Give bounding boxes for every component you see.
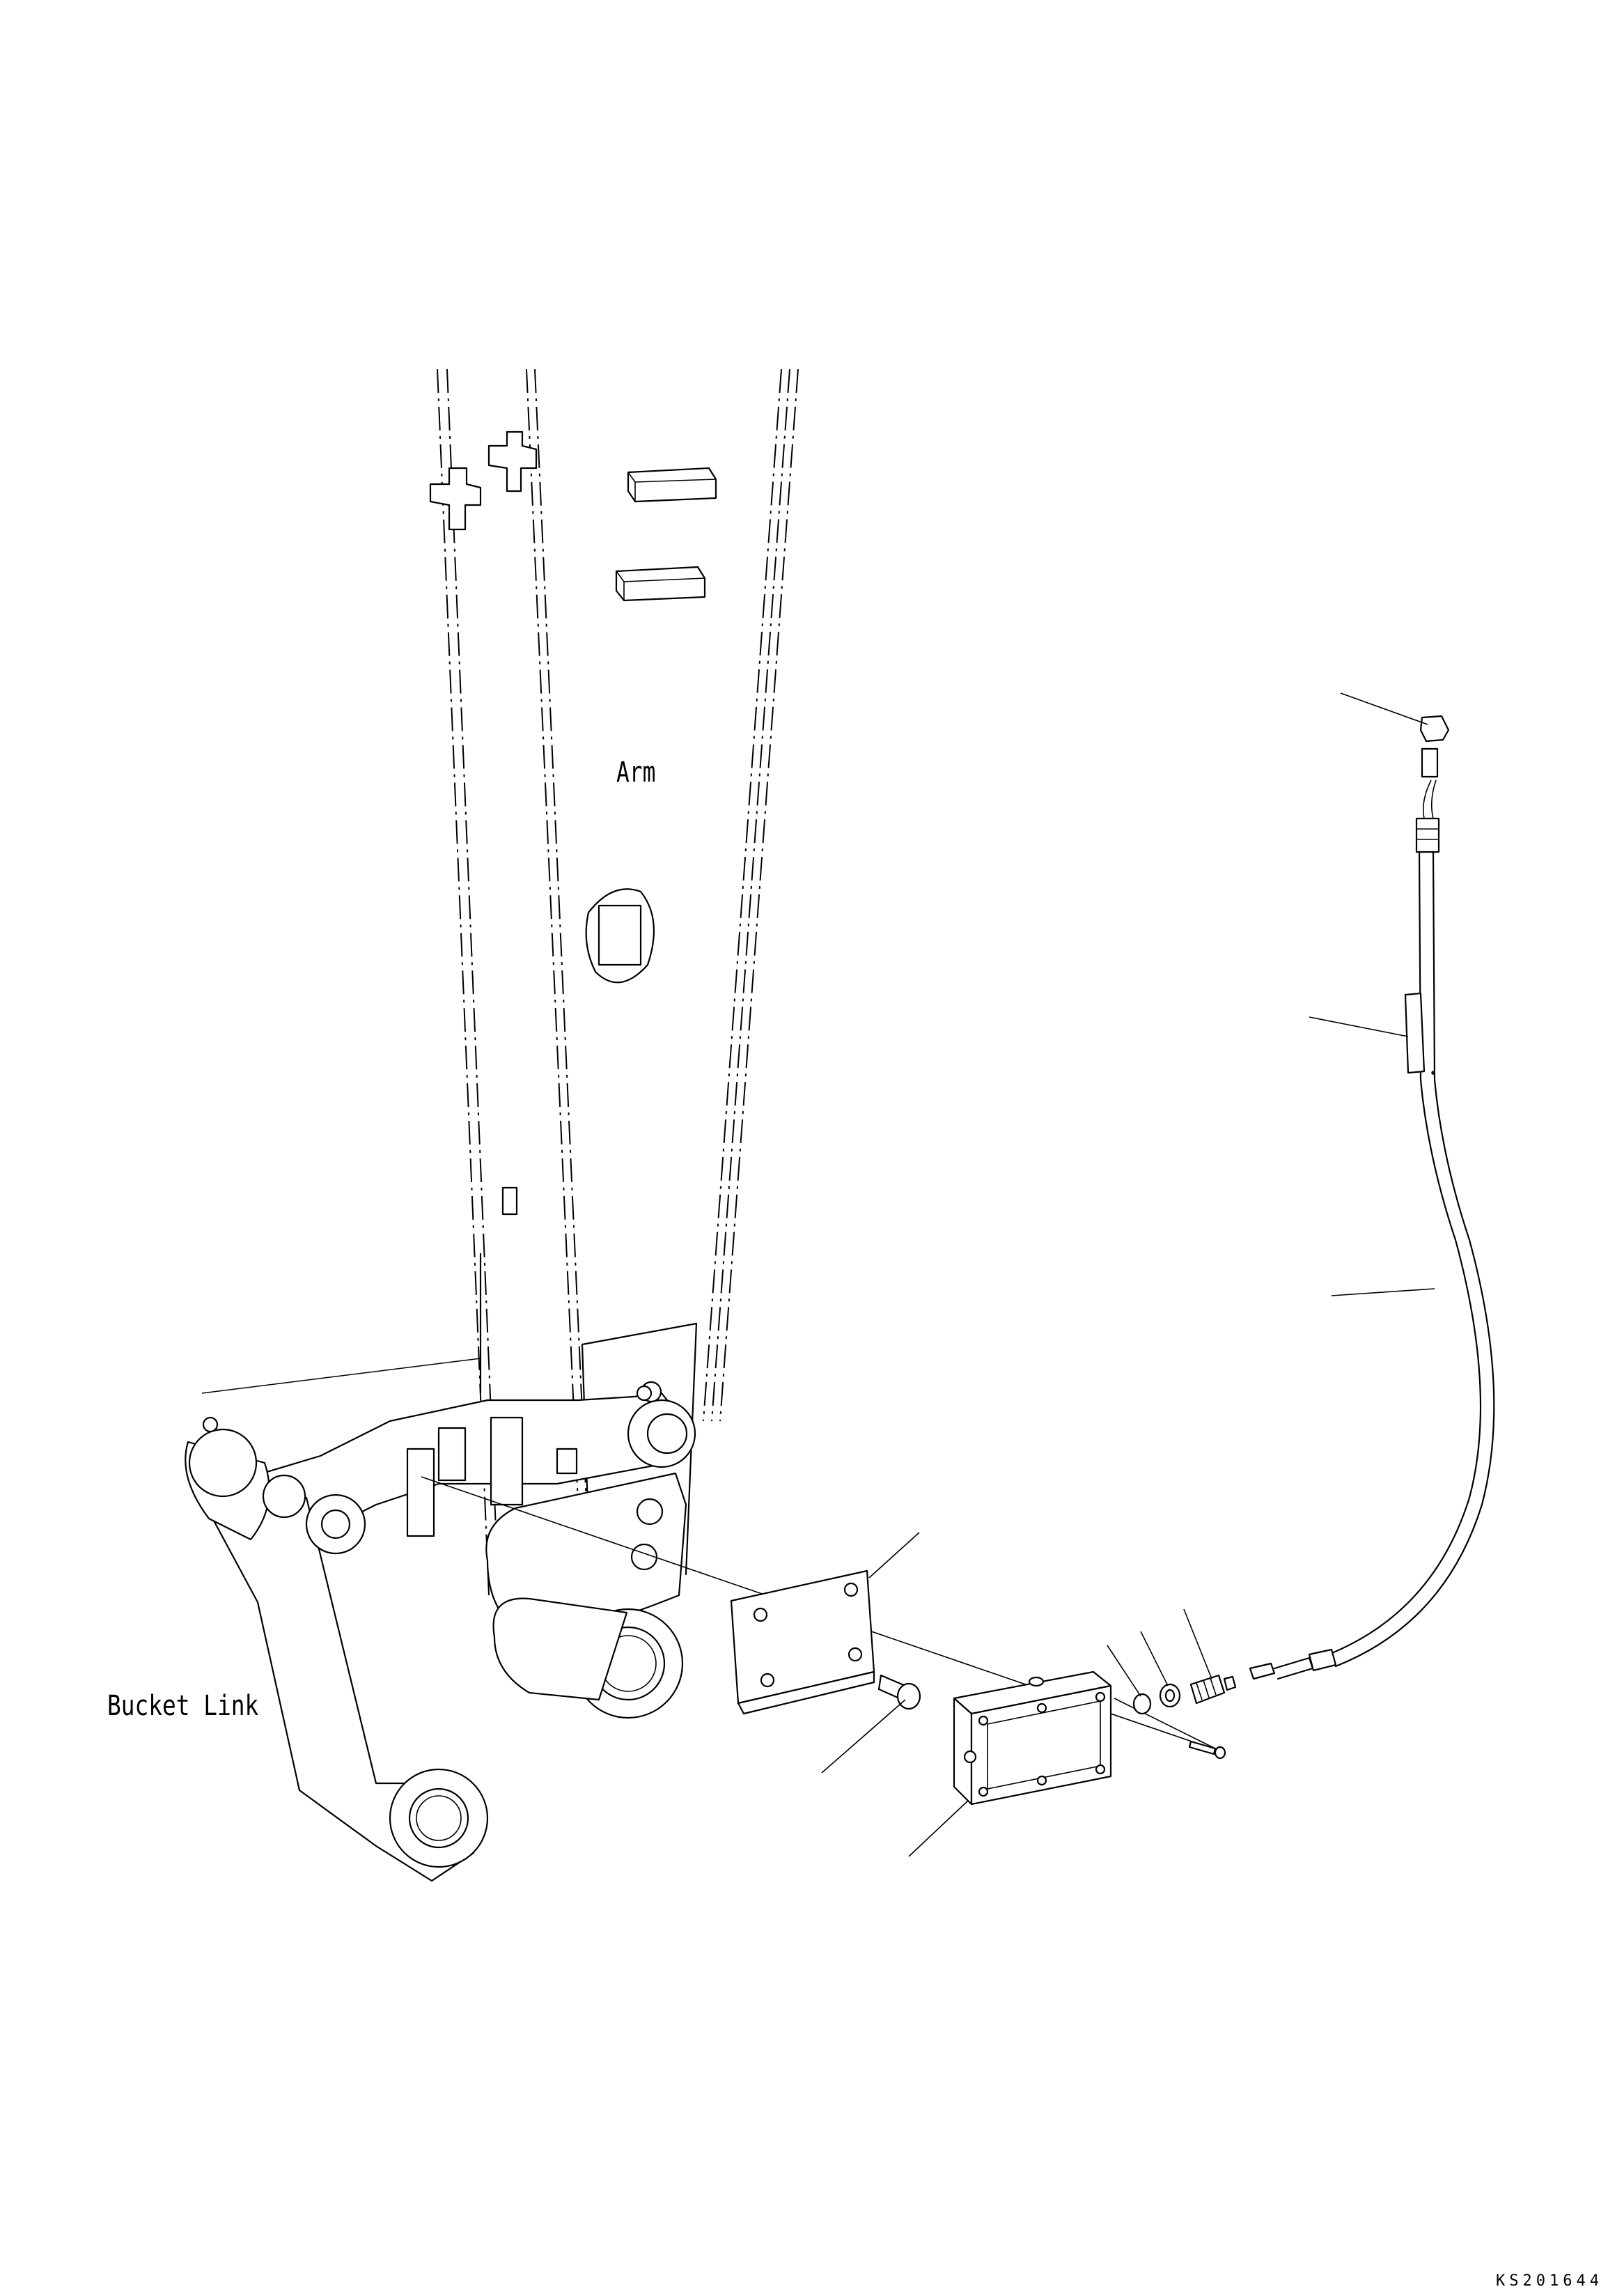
cover-plate (730, 1569, 875, 1715)
bucket-link-assembly (185, 1381, 696, 1882)
small-screw (1188, 1740, 1226, 1760)
arm-clamp-brackets (429, 430, 717, 1216)
mounting-bolt (877, 1674, 921, 1710)
arm-outline (201, 369, 799, 1596)
sensor-box (953, 1670, 1112, 1806)
callout-leader-lines (821, 692, 1435, 1857)
drawing-code: KS201644 (1496, 2272, 1603, 2290)
arm-label: Arm (616, 757, 656, 789)
assembly-centerline-2 (1114, 1698, 1223, 1753)
hose-assembly (1249, 715, 1495, 1680)
hose-fittings (1132, 1674, 1237, 1715)
bucket-link-label: Bucket Link (107, 1690, 259, 1722)
